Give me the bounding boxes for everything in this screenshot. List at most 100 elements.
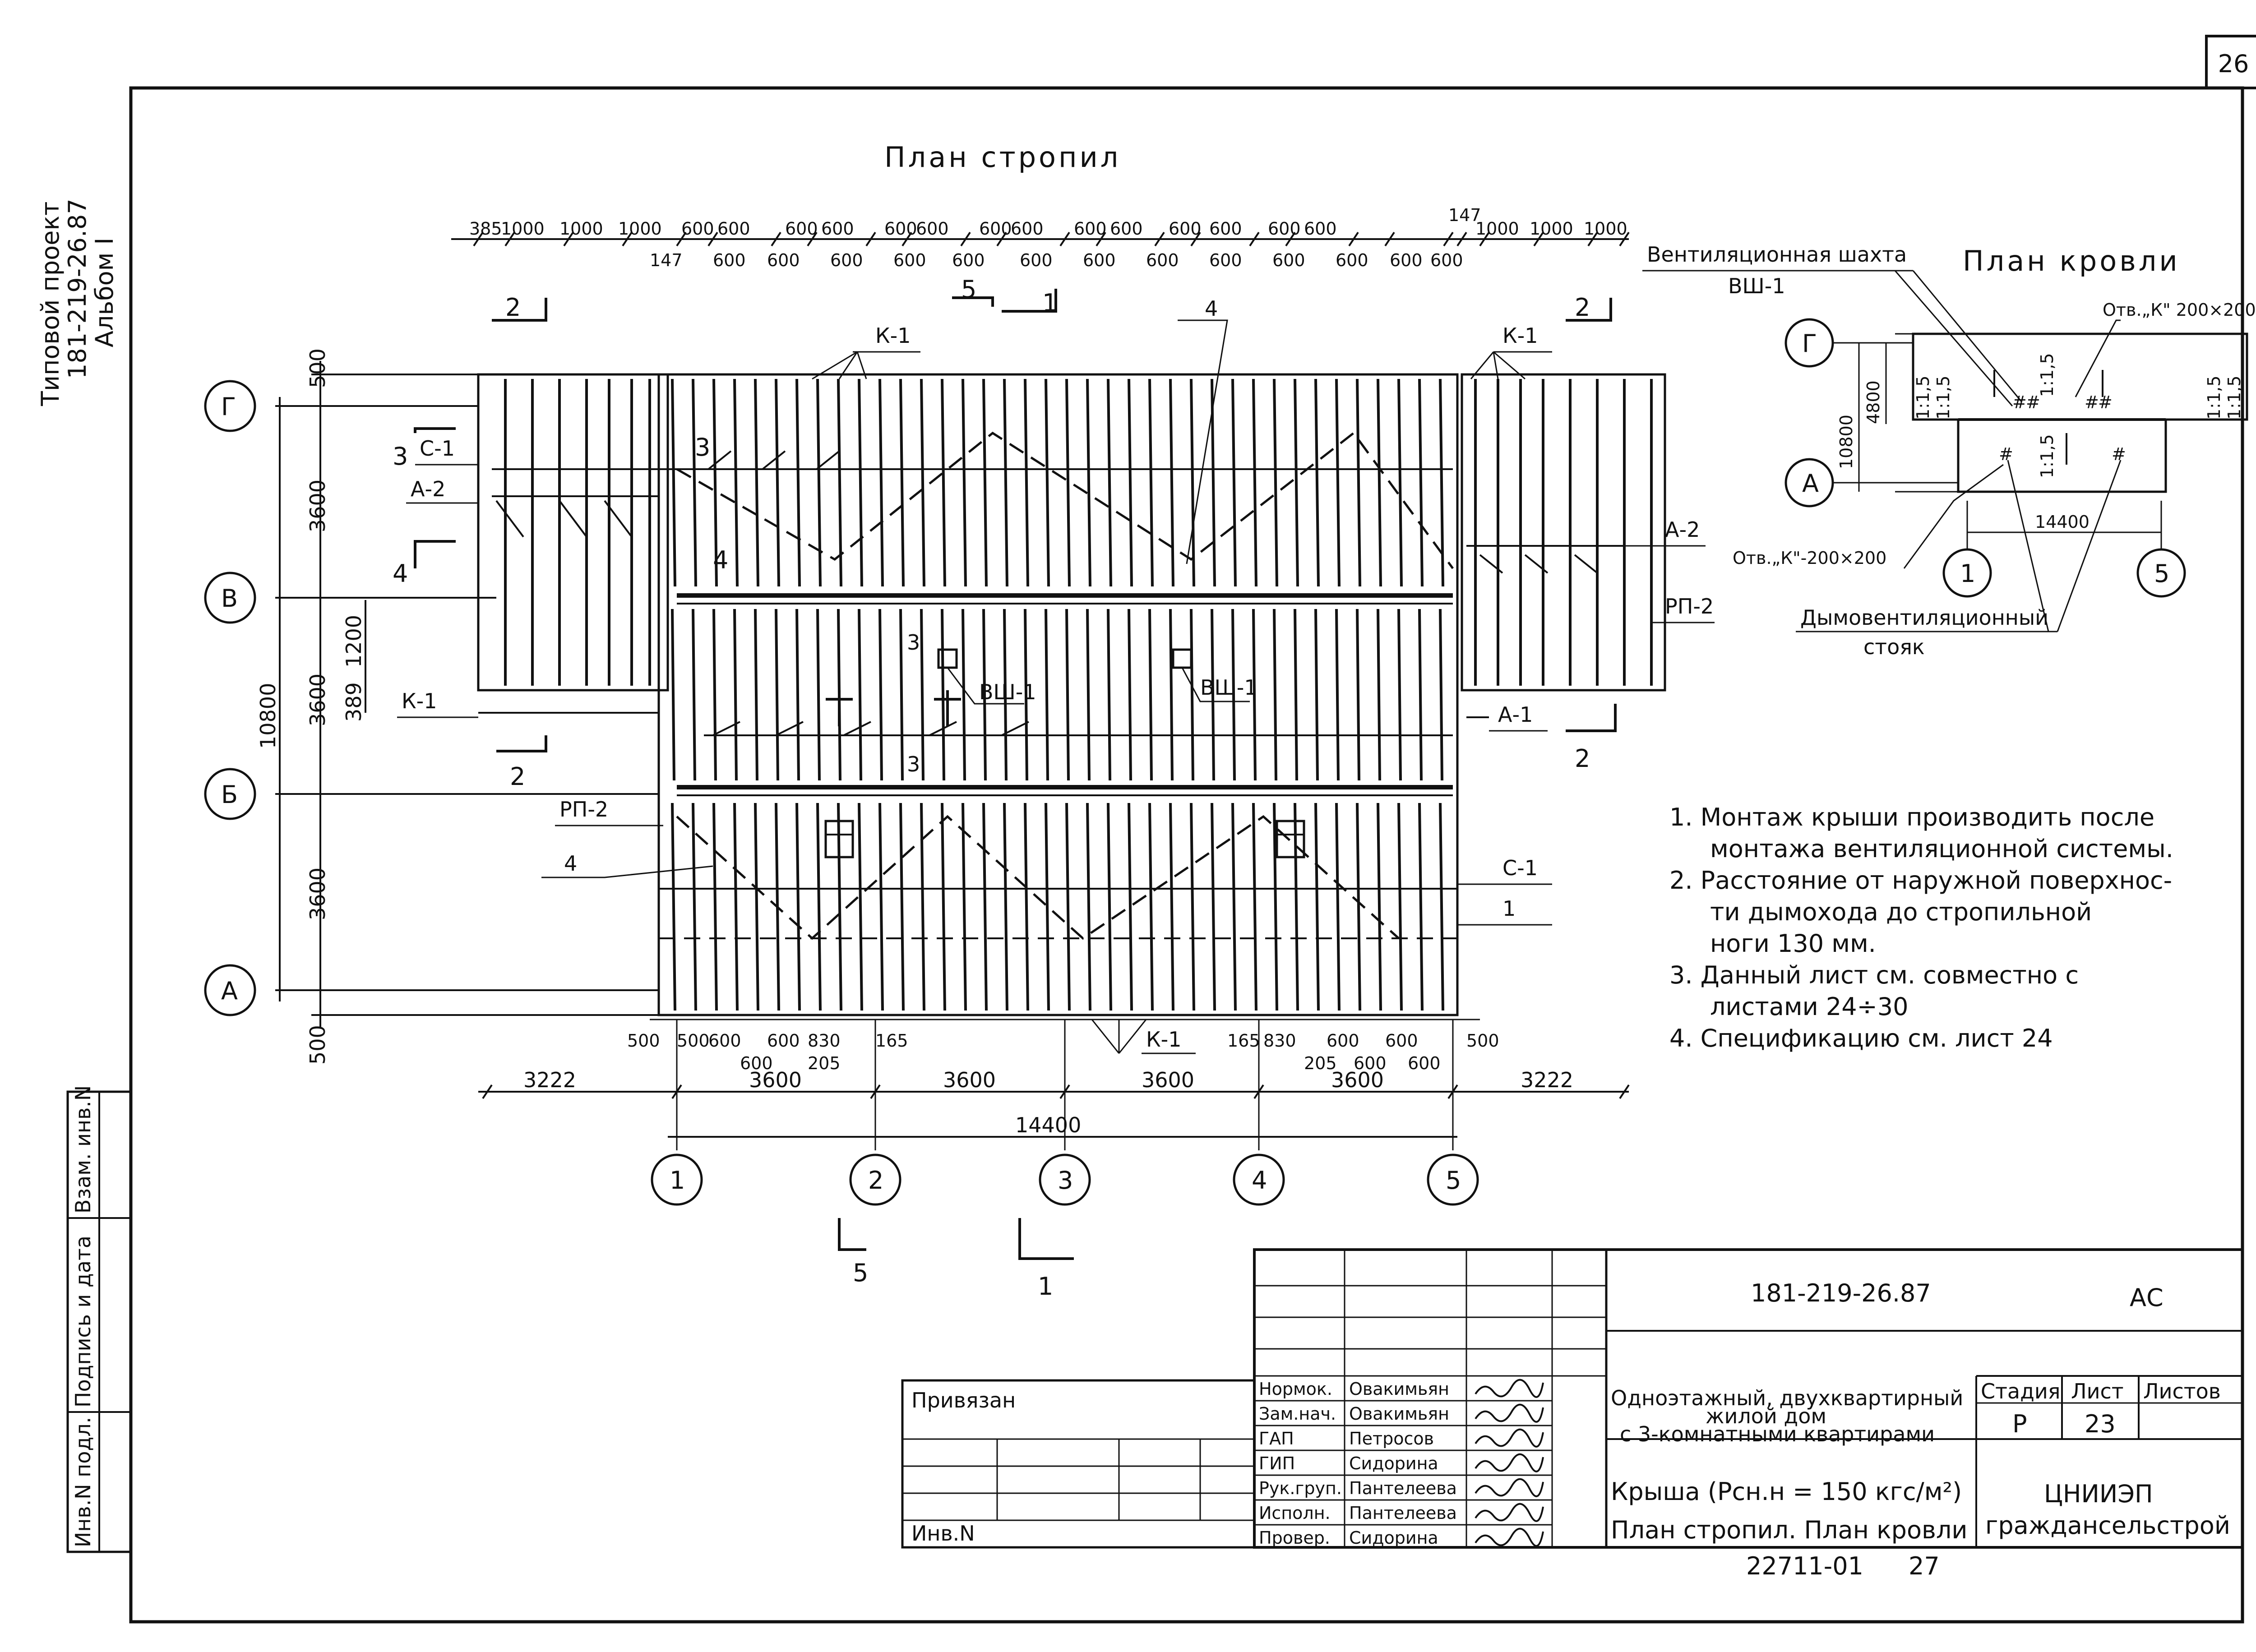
axis-label-col: 2 [868,1166,883,1195]
bottom-span-dim: 3600 [749,1068,802,1092]
bottom-span-dim: 3222 [1521,1068,1573,1092]
tb-name: Пантелеева [1349,1478,1457,1498]
top-dim-lower: 600 [1083,250,1116,270]
tb-role: Провер. [1259,1528,1330,1548]
main-block-outline [657,373,1459,1016]
svg-text:3: 3 [695,433,710,461]
rafter [941,609,945,781]
tb-privyazan: Привязан [911,1388,1016,1412]
label-vsh1-a: ВШ-1 [979,680,1036,704]
dim-tick [1619,231,1630,247]
dim-tick [1096,231,1106,247]
roof-axis-bubble [1942,548,1992,598]
tb-listov-h: Листов [2143,1379,2221,1403]
rafter [671,378,676,587]
strut [712,721,740,736]
svg-text:5: 5 [961,275,976,304]
svg-text:2: 2 [510,762,525,791]
svg-text:1:1,5: 1:1,5 [2037,353,2057,397]
top-dim-lower: 600 [1336,250,1368,270]
rafter [1314,803,1320,1011]
rafter [1190,803,1195,1011]
tb-org-l1: ЦНИИЭП [2044,1480,2153,1508]
axis-bubble-col [1039,1154,1091,1206]
tb-sheet-l2: План стропил. План кровли [1611,1516,1967,1544]
rafter [795,609,800,781]
svg-text:500: 500 [305,348,330,388]
rafter [1439,803,1444,1011]
rafter [941,378,946,587]
rafter [1190,609,1194,781]
tb-role: Зам.нач. [1259,1404,1336,1424]
label-k1-top-left: К-1 [875,323,911,348]
dim-tick [1587,231,1598,247]
axis-bubble-row [204,380,256,432]
rafter [712,609,717,781]
svg-text:1: 1 [1042,289,1058,317]
roof-plan: План кровли Вентиляционная шахта ВШ-1 От… [1642,242,2256,659]
rafter [941,803,946,1011]
rafter [733,378,739,587]
rafter [1294,803,1299,1011]
rafter [775,609,779,781]
note-line: 4. Спецификацию см. лист 24 [1669,1024,2053,1052]
label-a2-left: А-2 [411,477,445,501]
top-dim-upper: 600 [979,219,1012,239]
svg-text:Подпись и дата: Подпись и дата [71,1236,95,1407]
label-a1-right: А-1 [1498,702,1533,727]
bottom-dim-lower: 205 [1304,1053,1337,1073]
left-wing-outline [477,373,669,692]
label-k1-left: К-1 [402,689,437,713]
note-line: монтажа вентиляционной системы. [1710,835,2173,863]
top-dim-upper: 600 [681,219,714,239]
bottom-dim-upper: 500 [627,1031,660,1051]
rafter [878,609,883,781]
axis-label-row: Б [221,780,238,809]
rafter [1439,609,1443,781]
axis-label-row: А [221,977,238,1005]
dim-tick [1443,231,1454,247]
bottom-dim-lower: 600 [1354,1053,1387,1073]
rafter [733,609,738,781]
bottom-span-dim: 3600 [943,1068,996,1092]
rafter [1377,803,1382,1011]
top-dim-lower: 600 [1020,250,1053,270]
top-dim-lower: 147 [650,250,683,270]
axis-label-col: 4 [1252,1166,1267,1195]
svg-text:1:1,5: 1:1,5 [1913,376,1933,420]
rafter [1377,378,1382,587]
svg-text:2: 2 [1575,744,1590,773]
rafter [899,378,905,587]
rafter [920,609,925,781]
rafter [1024,609,1028,781]
rafter [1439,378,1444,587]
rafter [1148,609,1153,781]
dim-tick [1479,231,1490,247]
dim-tick [676,231,687,247]
dim-tick [707,231,718,247]
tb-name: Овакимьян [1349,1404,1449,1424]
rafter [1065,609,1070,781]
note-line: ти дымохода до стропильной [1710,898,2092,926]
rafter [754,378,759,587]
rafter [816,378,822,587]
top-dim-upper: 1000 [501,219,545,239]
vent-mark-2: # [2026,392,2040,412]
rafter [1418,378,1424,587]
signature [1475,1478,1544,1497]
rafter [795,803,801,1011]
label-rp2-left: РП-2 [559,797,608,821]
rafter [878,803,884,1011]
signature [1475,1503,1544,1522]
rafter [858,378,863,587]
bottom-dim-upper: 500 [1466,1031,1499,1051]
vent-shaft-2 [1172,648,1193,669]
svg-text:389: 389 [342,682,366,722]
axis-label-col: 5 [1446,1166,1461,1195]
rafter [982,803,988,1011]
rafter [962,609,966,781]
rafter [837,803,842,1011]
tb-role: Нормок. [1259,1379,1332,1399]
rafter [1086,609,1091,781]
top-dim-lower: 600 [893,250,926,270]
